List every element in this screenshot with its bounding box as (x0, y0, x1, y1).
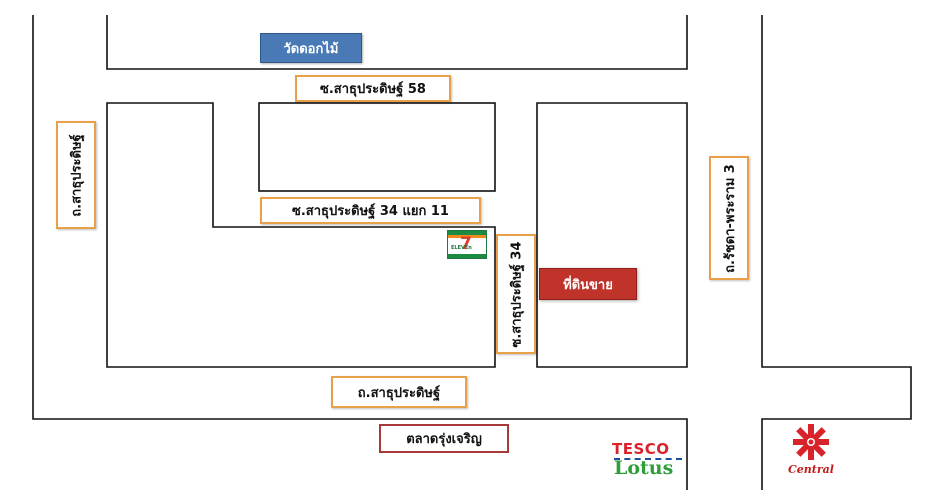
sathu-left-label-wrap: ถ.สาธุประดิษฐ์ (56, 121, 96, 229)
land-for-sale-label: ที่ดินขาย (539, 268, 637, 300)
sathu-bottom-label: ถ.สาธุประดิษฐ์ (331, 376, 467, 408)
soi34-label: ซ.สาธุประดิษฐ์ 34 (509, 241, 525, 347)
seven-eleven-logo-text: ELEVEn (451, 245, 472, 251)
central-logo-text: Central (788, 463, 834, 476)
road-edge-right-block (536, 102, 688, 368)
seven-eleven-icon: 7 ELEVEn (447, 230, 487, 259)
central-logo: Central (783, 423, 839, 479)
road-edge-left (32, 15, 688, 490)
tesco-logo-text: TESCO (612, 440, 670, 458)
rama3-box (709, 156, 749, 280)
soi34-box (496, 234, 536, 354)
tesco-lotus-logo: TESCO Lotus (612, 440, 688, 479)
temple-label: วัดดอกไม้ (260, 33, 362, 63)
road-edge-top-block (106, 15, 688, 70)
central-sun-icon (793, 424, 829, 460)
rama3-label: ถ.รัชดา-พระราม 3 (722, 163, 738, 273)
road-edge-middle-block (258, 102, 496, 192)
soi58-label: ซ.สาธุประดิษฐ์ 58 (295, 75, 451, 102)
lotus-logo-text: Lotus (614, 457, 674, 479)
soi34-11-label: ซ.สาธุประดิษฐ์ 34 แยก 11 (260, 197, 481, 224)
soi34-label-wrap: ซ.สาธุประดิษฐ์ 34 (496, 234, 536, 354)
road-edge-rama3 (761, 15, 912, 490)
sathu-left-label: ถ.สาธุประดิษฐ์ (69, 133, 85, 217)
sathu-left-box (56, 121, 96, 229)
road-edge-lower-block (106, 102, 496, 368)
rama3-label-wrap: ถ.รัชดา-พระราม 3 (709, 156, 749, 280)
market-label: ตลาดรุ่งเจริญ (379, 424, 509, 453)
